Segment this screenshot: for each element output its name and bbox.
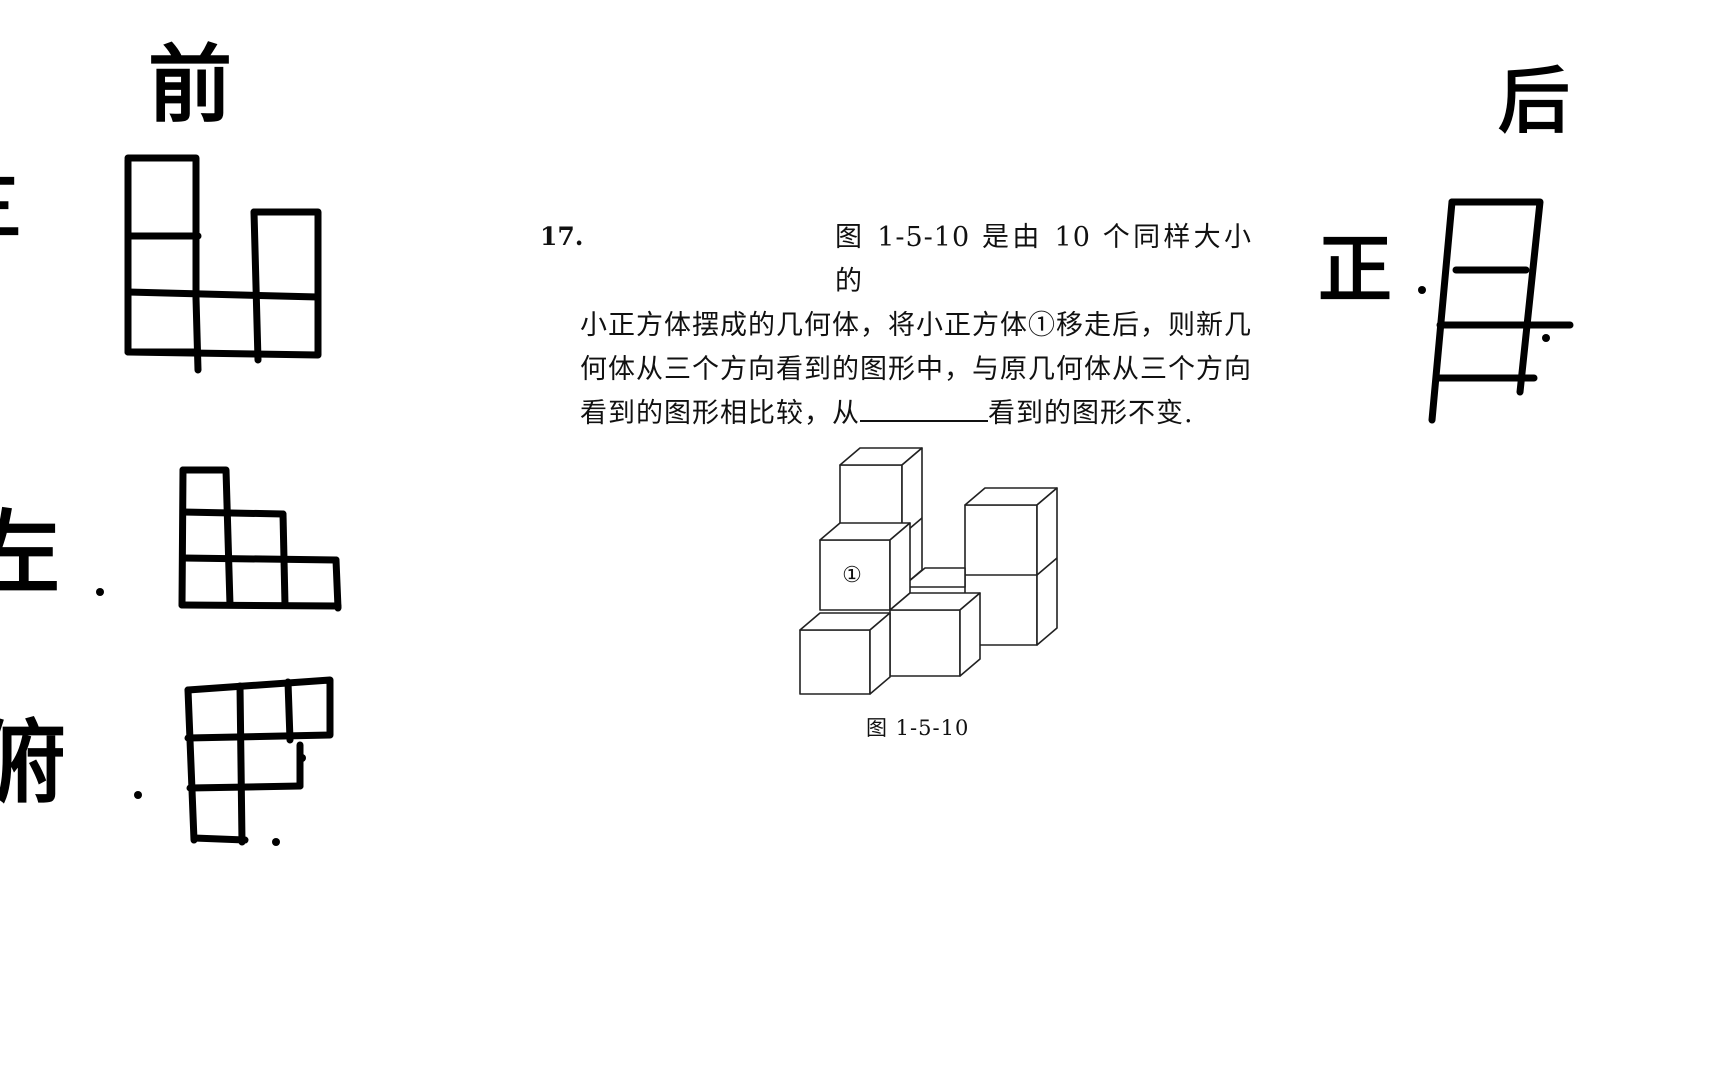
label-edge-partial: 三	[0, 148, 22, 255]
front-view-sketch	[124, 154, 322, 374]
cube-figure: ①	[799, 447, 1058, 695]
label-left: 左	[0, 501, 60, 606]
label-front: 前	[148, 36, 233, 134]
right-view-sketch	[1428, 198, 1574, 424]
left-view-sketch	[178, 466, 342, 612]
top-view-sketch	[184, 676, 334, 846]
figure-caption: 图 1-5-10	[866, 716, 970, 740]
cube-1-label: ①	[842, 563, 862, 588]
label-top: 俯	[0, 711, 66, 816]
answer-blank[interactable]	[860, 398, 988, 422]
label-back: 后	[1498, 59, 1571, 143]
question-text-line1: 图 1-5-10 是由 10 个同样大小的	[835, 222, 1252, 297]
question-number: 17.	[540, 222, 584, 251]
question-text-body: 小正方体摆成的几何体，将小正方体①移走后，则新几何体从三个方向看到的图形中，与原…	[580, 310, 1252, 429]
question-text-end: 看到的图形不变.	[988, 398, 1194, 429]
question-text: 图 1-5-10 是由 10 个同样大小的小正方体摆成的几何体，将小正方体①移走…	[580, 216, 1252, 436]
label-zheng: 正	[1318, 227, 1392, 313]
